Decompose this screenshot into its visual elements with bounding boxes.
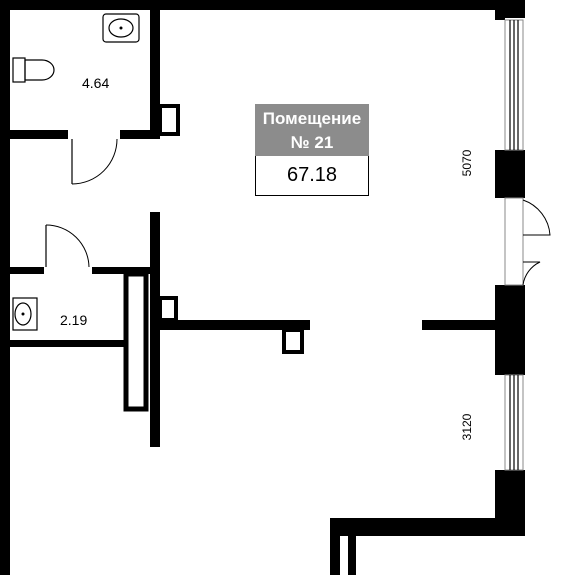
bathroom-wall-bottom-left bbox=[0, 130, 68, 139]
sink-icon bbox=[12, 297, 38, 331]
wc-wall-bottom bbox=[0, 340, 128, 347]
column-end bbox=[282, 328, 304, 354]
bathroom-wall-right bbox=[150, 0, 160, 138]
outer-wall-bottom-step bbox=[330, 518, 525, 528]
partition-horizontal bbox=[160, 320, 310, 330]
outer-wall-top bbox=[0, 0, 495, 10]
wc-wall-top-left bbox=[0, 267, 44, 274]
sink-icon bbox=[102, 13, 140, 43]
outer-wall-bottom-step-vertical bbox=[330, 518, 340, 575]
wc-wall-top-right bbox=[92, 267, 154, 274]
toilet-icon bbox=[12, 57, 55, 83]
room-title: Помещение bbox=[262, 109, 362, 128]
outer-wall-bottom-inner bbox=[340, 528, 525, 536]
partition-right-stub bbox=[422, 320, 502, 330]
outer-wall-right-pillar-1 bbox=[495, 150, 525, 198]
outer-wall-right-upper bbox=[495, 0, 505, 20]
window-lower bbox=[504, 374, 524, 471]
room-title-box: Помещение № 21 bbox=[255, 104, 369, 156]
wc-door bbox=[45, 224, 90, 268]
outer-wall-right-lower bbox=[495, 470, 525, 525]
balcony-door bbox=[504, 197, 551, 286]
dimension-lower-window: 3120 bbox=[460, 413, 474, 441]
wc-wall-right-shaft bbox=[123, 271, 149, 412]
room-number: № 21 bbox=[290, 133, 334, 152]
total-area: 67.18 bbox=[255, 156, 369, 196]
partition-vertical bbox=[150, 212, 160, 447]
bathroom-shaft bbox=[158, 104, 180, 136]
bathroom-wall-bottom-right bbox=[120, 130, 160, 139]
wc-area: 2.19 bbox=[60, 312, 88, 328]
dimension-upper-window: 5070 bbox=[460, 149, 474, 177]
outer-wall-bottom-right-drop bbox=[348, 528, 356, 575]
outer-wall-left bbox=[0, 0, 10, 575]
column-small bbox=[158, 296, 178, 322]
window-upper bbox=[504, 19, 524, 151]
bathroom-area: 4.64 bbox=[82, 75, 110, 91]
bathroom-door bbox=[71, 138, 118, 185]
